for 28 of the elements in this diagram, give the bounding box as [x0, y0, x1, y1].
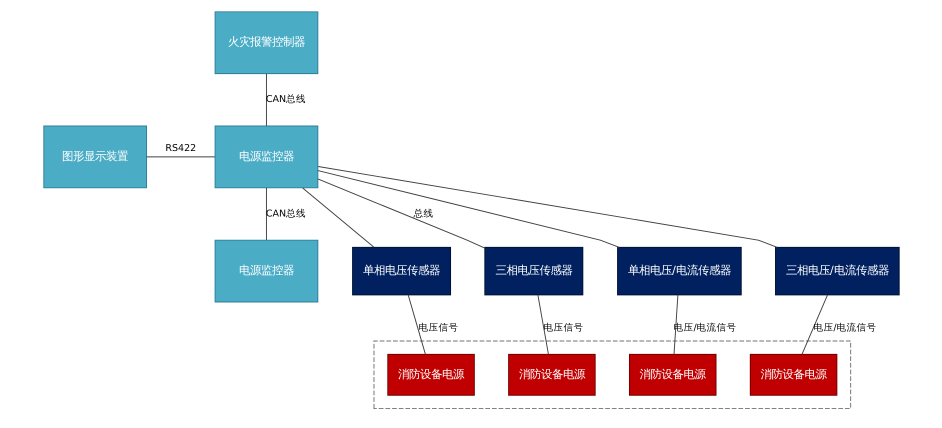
connector	[265, 187, 266, 240]
connector	[317, 166, 778, 248]
node-box: 电源监控器	[214, 126, 318, 188]
node-box: 三相电压/电流传感器	[774, 246, 900, 296]
connector	[265, 73, 266, 126]
edge-label: 电压信号	[542, 322, 583, 334]
node-box: 消防设备电源	[508, 354, 596, 396]
connector	[536, 294, 548, 355]
connector	[302, 187, 374, 248]
edge-label: 电压信号	[418, 322, 458, 334]
node-box: 火灾报警控制器	[214, 11, 318, 74]
connector	[316, 170, 620, 248]
connector	[801, 294, 828, 355]
node-box: 单相电压传感器	[352, 246, 451, 296]
edge-label: 总线	[412, 208, 433, 220]
connector	[316, 178, 485, 249]
node-box: 三相电压传感器	[484, 246, 583, 296]
edge-label: RS422	[164, 143, 196, 154]
node-box: 消防设备电源	[386, 354, 474, 396]
node-box: 电源监控器	[214, 240, 318, 302]
node-box: 单相电压/电流传感器	[616, 246, 742, 296]
connector	[146, 156, 215, 158]
node-box: 消防设备电源	[749, 354, 837, 396]
connector	[407, 294, 426, 355]
edge-label: 电压/电流信号	[812, 322, 876, 334]
node-box: 消防设备电源	[628, 354, 716, 396]
node-box: 图形显示装置	[42, 126, 147, 188]
cluster	[373, 340, 851, 410]
